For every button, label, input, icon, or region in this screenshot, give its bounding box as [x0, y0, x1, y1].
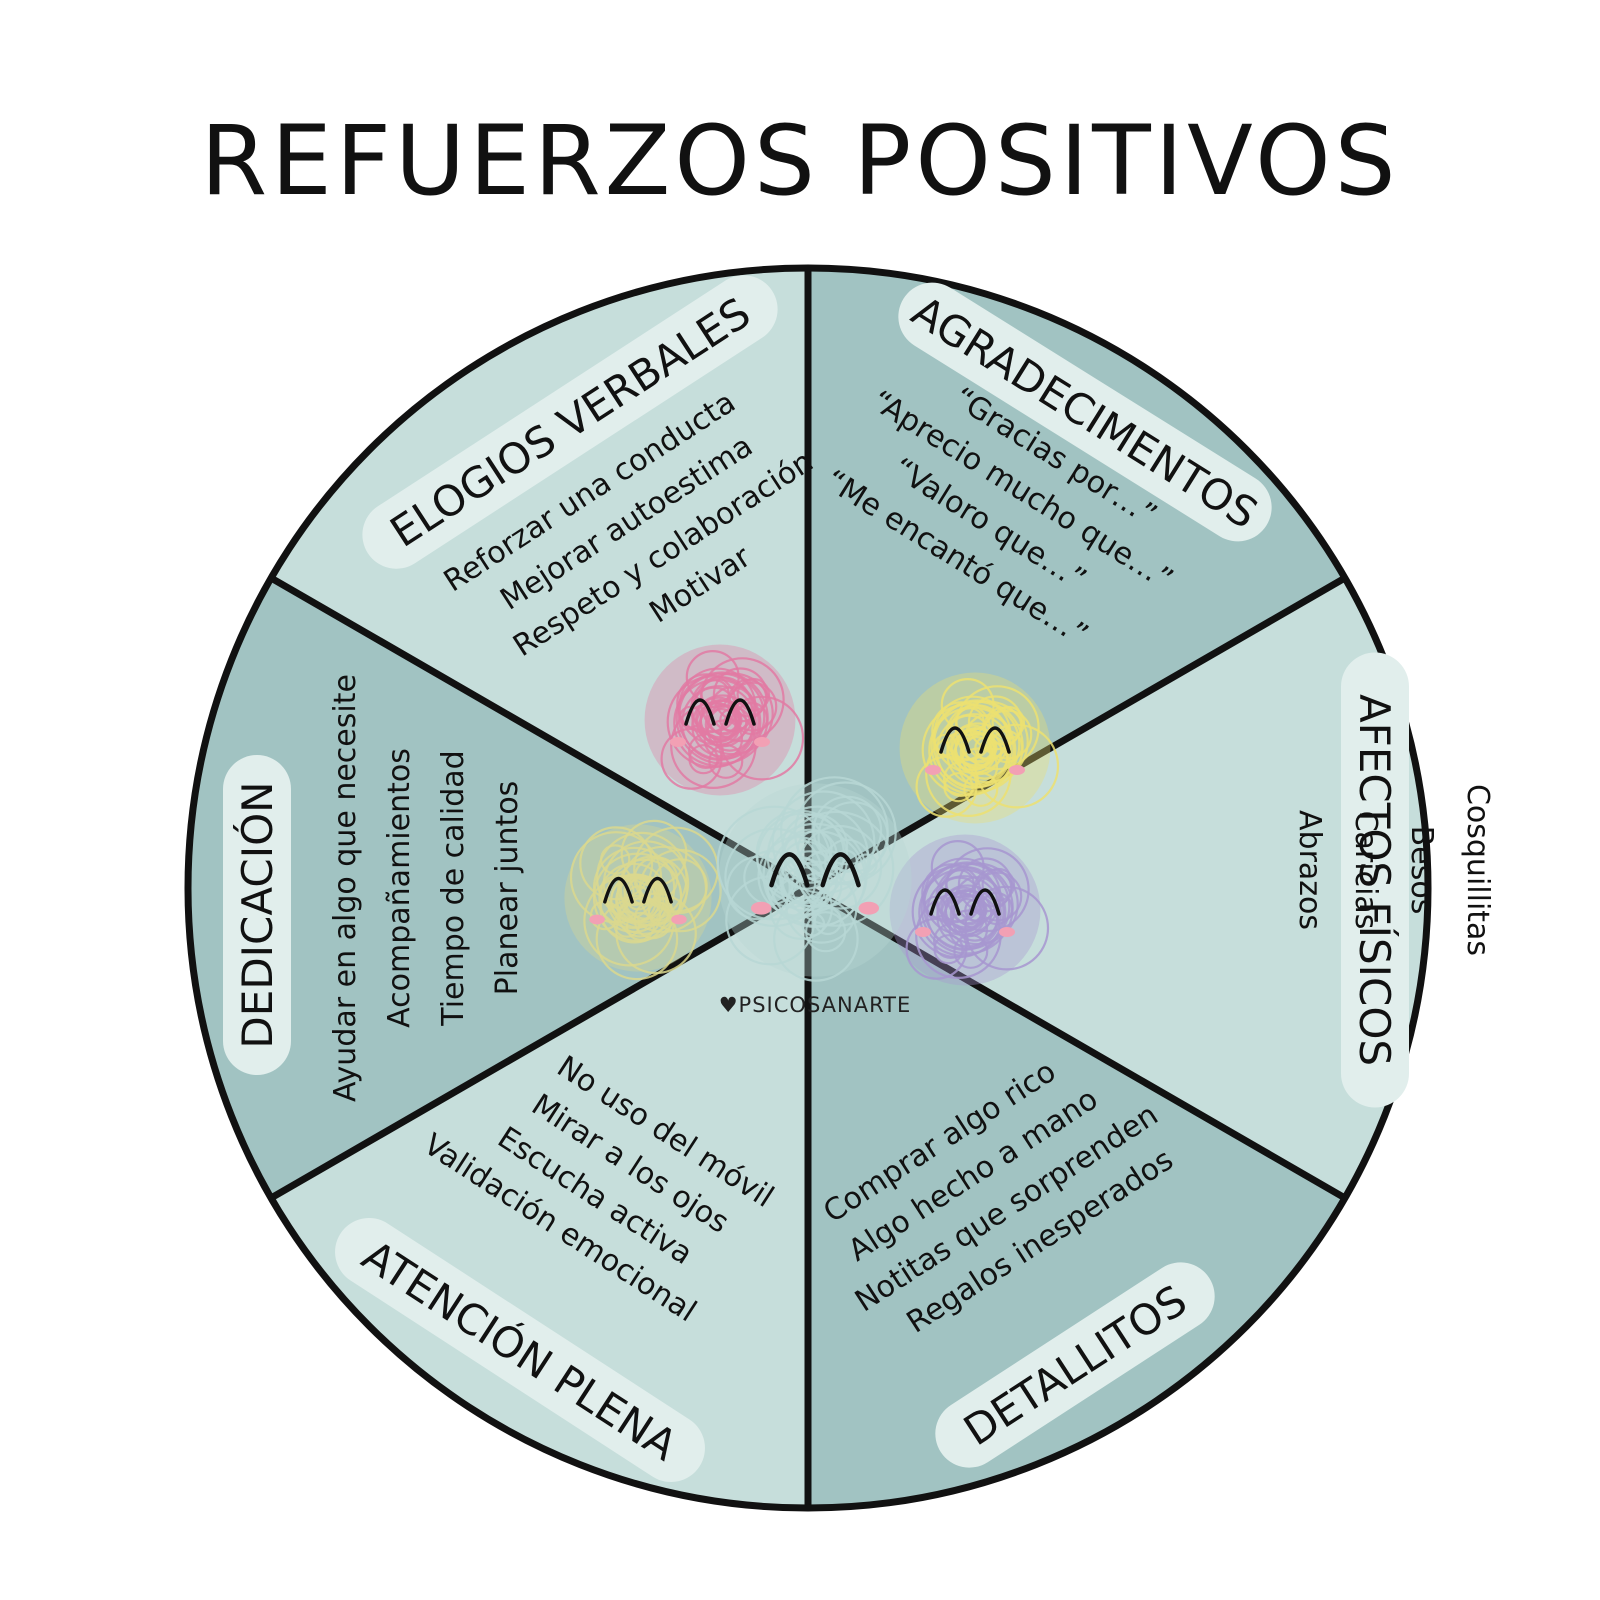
- blush: [671, 914, 687, 925]
- sector-item: Tiempo de calidad: [436, 750, 471, 1026]
- blush: [670, 737, 686, 747]
- fluffy-character-teal: [716, 776, 912, 982]
- sector-item: Acompañamientos: [382, 748, 417, 1028]
- eyes: [929, 888, 1001, 916]
- sector-divider: [806, 574, 1347, 892]
- sector-item: Abrazos: [1292, 810, 1327, 930]
- sector-item: Planear juntos: [490, 781, 525, 996]
- title-pill: [335, 1217, 705, 1483]
- sector-dedicacion: [187, 578, 808, 1198]
- sector-item: Ayudar en algo que necesite: [328, 674, 363, 1102]
- sector-divider: [269, 574, 810, 892]
- sector-items-dedicacion: Ayudar en algo que necesite Acompañamient…: [328, 674, 525, 1102]
- blush: [754, 737, 770, 747]
- fluffy-character-purple: [889, 834, 1050, 986]
- sector-title-dedicacion: DEDICACIÓN: [223, 755, 291, 1075]
- sector-items-afectos: Abrazos Caricias Besos Cosquillitas: [1292, 784, 1495, 956]
- eyes: [603, 877, 673, 904]
- blush: [750, 901, 772, 915]
- sector-title-afectos: AFECTOS FÍSICOS: [1341, 652, 1409, 1108]
- sector-atencion: [271, 888, 809, 1508]
- title-pill: [223, 755, 291, 1075]
- blush: [999, 927, 1015, 937]
- blush: [858, 901, 880, 915]
- title-pill: [1341, 652, 1409, 1108]
- eyes: [939, 726, 1011, 754]
- page-title: REFUERZOS POSITIVOS: [200, 105, 1400, 217]
- blush: [1009, 765, 1025, 775]
- sector-item: Besos: [1404, 826, 1439, 915]
- fluffy-character-olive: [564, 819, 722, 981]
- blush: [925, 765, 941, 775]
- blush: [915, 927, 931, 937]
- fluffy-characters: [564, 644, 1060, 986]
- fluffy-character-yellow: [899, 672, 1060, 824]
- sector-title-text: DEDICACIÓN: [232, 781, 282, 1048]
- fluffy-character-pink: [644, 644, 805, 796]
- sector-divider: [806, 884, 1347, 1202]
- credit-text: ♥PSICOSANARTE: [719, 993, 912, 1017]
- blush: [589, 914, 605, 925]
- eyes: [684, 698, 756, 726]
- title-pill: [362, 275, 778, 569]
- sector-detallitos: [808, 888, 1345, 1508]
- wheel-dividers: [269, 268, 1347, 1508]
- title-pill: [935, 1262, 1215, 1468]
- sector-title-text: AFECTOS FÍSICOS: [1350, 694, 1400, 1066]
- sector-item: Caricias: [1348, 811, 1383, 930]
- eyes: [769, 852, 861, 888]
- title-pill: [898, 282, 1272, 542]
- sector-divider: [269, 884, 810, 1202]
- wheel-rim: [184, 264, 1432, 1512]
- sector-afectos: [808, 578, 1428, 1198]
- sector-item: Cosquillitas: [1460, 784, 1495, 956]
